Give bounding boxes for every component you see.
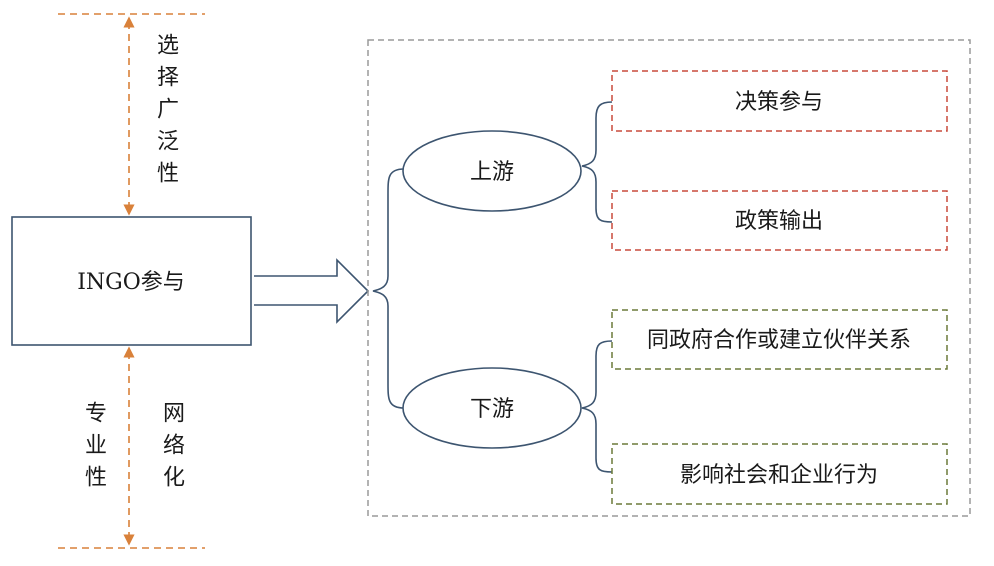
bottom-axis-label-right: 网络化 [159,401,184,497]
downstream-label: 下游 [470,397,514,422]
outcome-box-policy [611,190,948,251]
outcome-box-decision [611,70,948,132]
outcome-label-partnership: 同政府合作或建立伙伴关系 [647,328,911,353]
outcome-box-partnership [611,309,948,370]
downstream-brace [581,340,613,473]
outcome-container [367,39,971,517]
ingo-box [11,216,252,346]
outcome-label-policy: 政策输出 [735,209,823,234]
outcome-label-influence: 影响社会和企业行为 [680,463,878,488]
downstream-ellipse [402,367,582,449]
ingo-box-label: INGO参与 [77,270,185,295]
outcome-label-decision: 决策参与 [735,90,823,115]
block-arrow [254,258,370,324]
bottom-axis-label-left: 专业性 [81,401,106,497]
upstream-brace [581,101,613,223]
top-axis-label: 选择广泛性 [153,33,178,193]
main-brace [372,168,405,409]
upstream-ellipse [402,130,582,212]
upstream-label: 上游 [470,160,514,185]
outcome-box-influence [611,443,948,505]
